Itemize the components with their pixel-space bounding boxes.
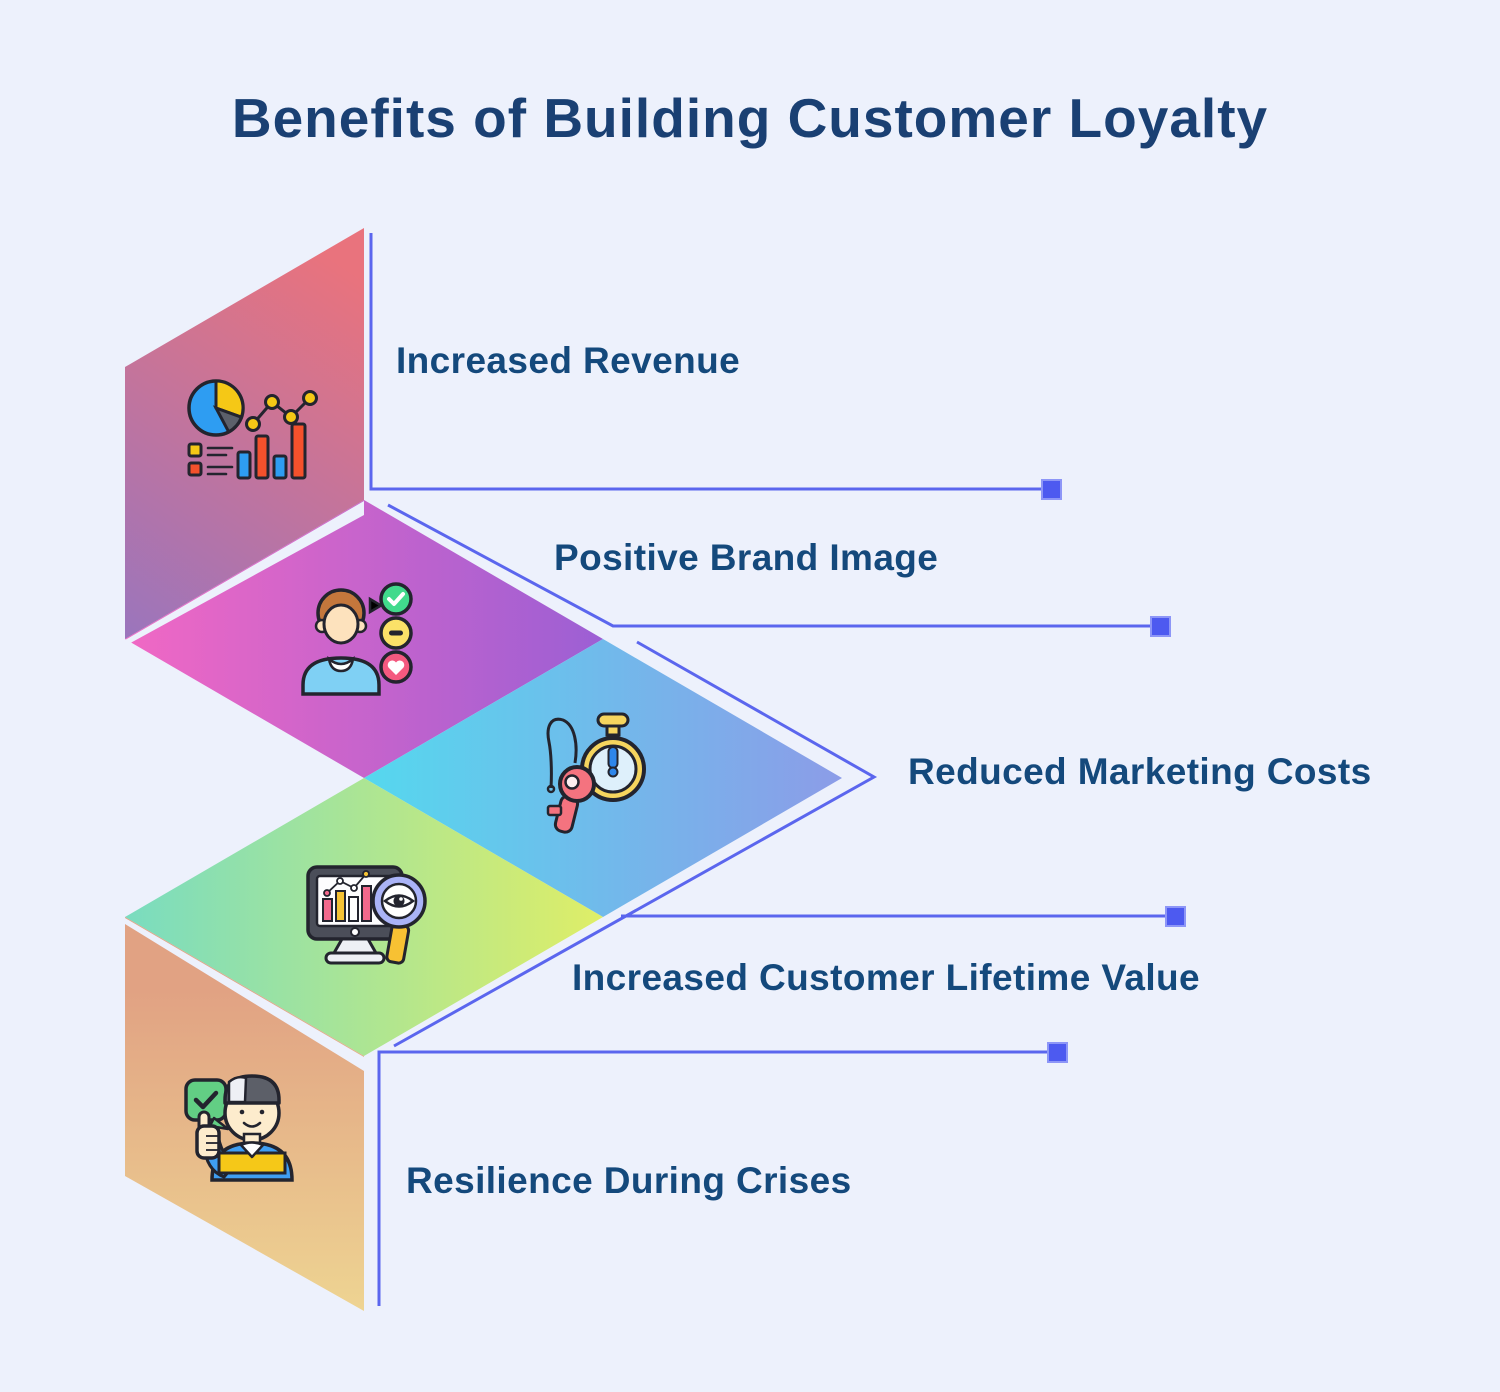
marker-square-2 — [1150, 616, 1171, 637]
connector-increased-revenue — [369, 233, 1042, 491]
benefit-label-positive-brand-image: Positive Brand Image — [554, 537, 939, 578]
connector-lines — [369, 233, 1166, 1306]
page-title: Benefits of Building Customer Loyalty — [231, 87, 1269, 149]
benefit-label-increased-revenue: Increased Revenue — [396, 340, 741, 381]
stopwatch-key-icon — [546, 712, 646, 834]
fold-gap-top — [125, 501, 364, 646]
benefit-label-resilience-crises: Resilience During Crises — [406, 1160, 852, 1201]
fold-gap-bottom — [125, 918, 364, 1071]
marker-square-4 — [1165, 906, 1186, 927]
monitor-insight-icon — [306, 865, 427, 965]
connector-resilience-crises — [377, 1050, 1048, 1306]
connector-positive-brand-image — [387, 503, 1151, 628]
connector-markers — [1041, 479, 1186, 1063]
customer-approval-icon — [301, 582, 413, 696]
benefit-label-customer-lifetime-value: Increased Customer Lifetime Value — [572, 957, 1201, 998]
support-delivery-person-icon — [184, 1074, 294, 1182]
panel-increased-revenue — [125, 228, 364, 639]
marker-square-5 — [1047, 1042, 1068, 1063]
marker-square-1 — [1041, 479, 1062, 500]
connector-reduced-marketing-costs — [393, 640, 878, 1048]
analytics-dashboard-icon — [187, 379, 318, 480]
benefit-label-reduced-marketing-costs: Reduced Marketing Costs — [908, 751, 1372, 792]
